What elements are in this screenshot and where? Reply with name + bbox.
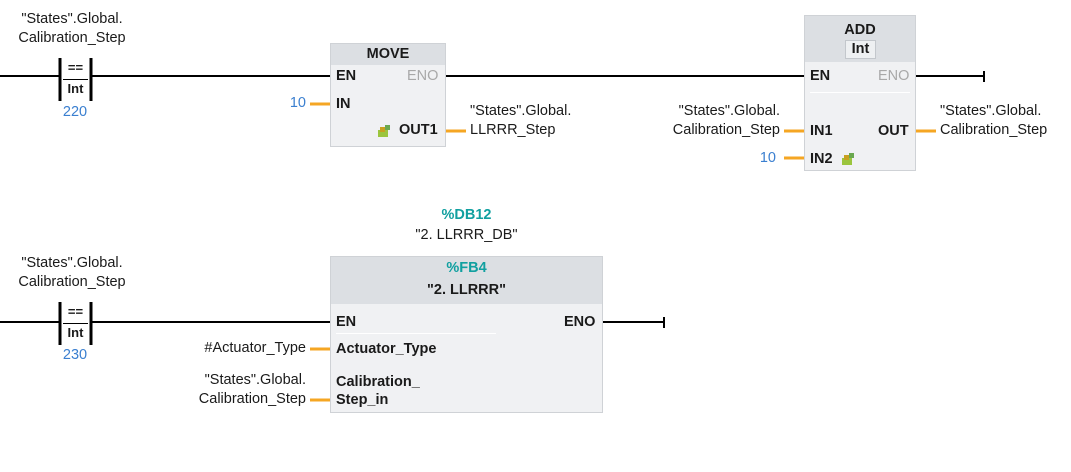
add-type-label: Int	[851, 41, 870, 57]
move-in-value[interactable]: 10	[289, 95, 306, 111]
fb-name: "2. LLRRR"	[427, 282, 506, 298]
move-out-operand-line2[interactable]: LLRRR_Step	[470, 122, 556, 138]
fb-actuator-operand[interactable]: #Actuator_Type	[204, 340, 306, 356]
instance-db-name[interactable]: "2. LLRRR_DB"	[415, 227, 518, 243]
add-en-pin: EN	[810, 68, 831, 84]
contact2-divider	[63, 323, 88, 324]
add-pin-icon[interactable]	[842, 152, 854, 165]
contact2-operator: ==	[67, 304, 84, 319]
contact1-operand-line1[interactable]: "States".Global.	[21, 11, 123, 27]
fb-actuator-pin: Actuator_Type	[336, 341, 437, 357]
instance-db-address: %DB12	[441, 207, 492, 223]
add-separator	[810, 92, 910, 93]
contact1-divider	[63, 79, 88, 80]
move-en-pin: EN	[336, 68, 357, 84]
fb-eno-pin: ENO	[564, 314, 596, 330]
contact2-operand-line1[interactable]: "States".Global.	[21, 255, 123, 271]
move-block-title: MOVE	[366, 46, 410, 62]
contact1-operator: ==	[67, 60, 84, 75]
fb-calib-operand-line2[interactable]: Calibration_Step	[198, 391, 306, 407]
contact2-operand-line2[interactable]: Calibration_Step	[18, 274, 126, 290]
add-in1-pin: IN1	[810, 123, 833, 139]
fb-block-header	[331, 257, 602, 304]
contact1-compare-value[interactable]: 220	[62, 104, 88, 120]
add-out-pin: OUT	[878, 123, 909, 139]
add-pin-icon[interactable]	[378, 124, 390, 137]
move-block-header	[331, 44, 445, 65]
contact2-compare-value[interactable]: 230	[62, 347, 88, 363]
add-eno-pin: ENO	[878, 68, 910, 84]
add-out-operand-line2[interactable]: Calibration_Step	[940, 122, 1048, 138]
fb-address: %FB4	[446, 260, 487, 276]
add-type-selector[interactable]	[845, 40, 876, 59]
contact1-operand-line2[interactable]: Calibration_Step	[18, 30, 126, 46]
move-out-operand-line1[interactable]: "States".Global.	[470, 103, 572, 119]
add-block-title: ADD	[844, 22, 876, 38]
fb-calib-pin-line1: Calibration_	[336, 374, 420, 390]
fb-en-pin: EN	[336, 314, 357, 330]
add-in2-pin: IN2	[810, 151, 833, 167]
fb-separator	[336, 333, 496, 334]
add-out-operand-line1[interactable]: "States".Global.	[940, 103, 1042, 119]
add-in1-operand-line2[interactable]: Calibration_Step	[672, 122, 780, 138]
fb-calib-pin-line2: Step_in	[336, 392, 389, 408]
move-in-pin: IN	[336, 96, 351, 112]
contact1-type: Int	[67, 81, 84, 96]
fb-calib-operand-line1[interactable]: "States".Global.	[204, 372, 306, 388]
add-in2-value[interactable]: 10	[759, 150, 776, 166]
move-out1-pin: OUT1	[399, 122, 438, 138]
move-eno-pin: ENO	[407, 68, 439, 84]
contact2-type: Int	[67, 325, 84, 340]
add-in1-operand-line1[interactable]: "States".Global.	[678, 103, 780, 119]
